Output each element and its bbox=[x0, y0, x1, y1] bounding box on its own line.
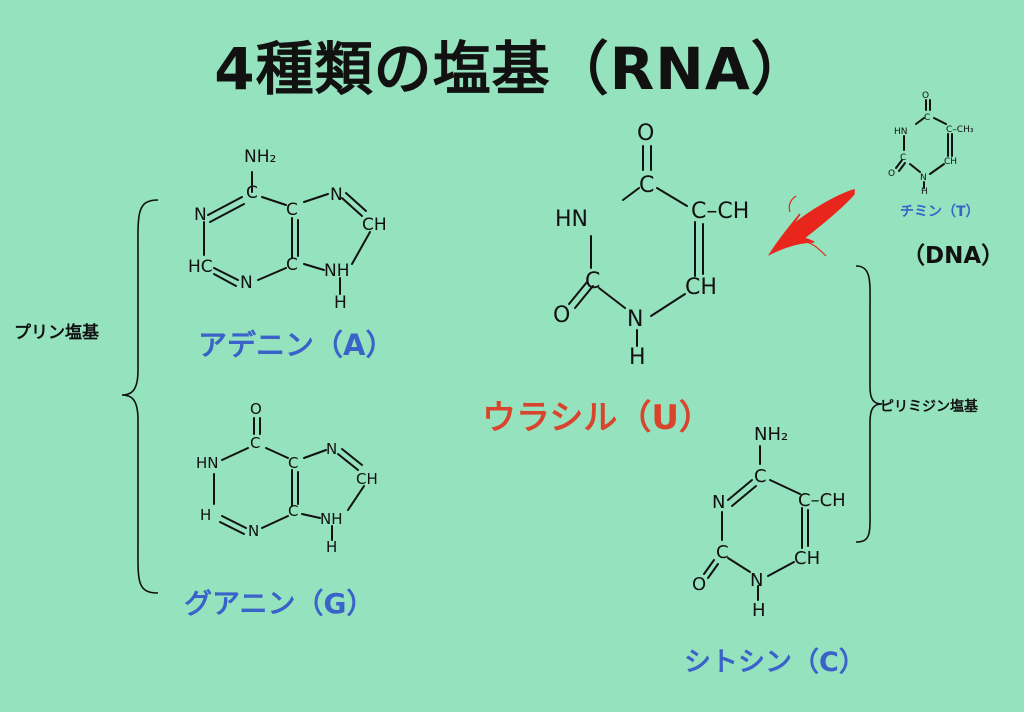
guanine-structure: O C HN C N CH H C NH N H bbox=[196, 400, 378, 556]
cytosine-structure: NH₂ C N C–CH C CH O N H bbox=[692, 424, 846, 621]
svg-text:H: H bbox=[752, 600, 766, 621]
svg-text:C–CH: C–CH bbox=[691, 199, 749, 224]
svg-text:N: N bbox=[248, 522, 259, 540]
svg-text:N: N bbox=[194, 205, 207, 225]
svg-text:C: C bbox=[286, 200, 298, 220]
svg-text:C: C bbox=[639, 173, 654, 198]
svg-text:CH: CH bbox=[944, 157, 957, 167]
svg-text:CH: CH bbox=[356, 470, 378, 488]
cytosine-nh2: NH₂ bbox=[754, 424, 788, 445]
uracil-structure: O C HN C–CH C CH O N H bbox=[553, 121, 749, 370]
uracil-hn: HN bbox=[555, 207, 588, 232]
svg-text:N: N bbox=[627, 307, 643, 332]
svg-text:N: N bbox=[326, 440, 337, 458]
svg-text:NH: NH bbox=[324, 261, 350, 281]
thymine-label: チミン（T） bbox=[900, 204, 980, 220]
svg-text:C: C bbox=[585, 269, 600, 294]
svg-text:C: C bbox=[286, 255, 298, 275]
adenine-label: アデニン（A） bbox=[198, 328, 395, 362]
guanine-label: グアニン（G） bbox=[184, 587, 375, 620]
svg-text:N: N bbox=[750, 570, 763, 591]
svg-text:HC: HC bbox=[188, 257, 213, 277]
svg-text:H: H bbox=[326, 538, 337, 556]
svg-text:C: C bbox=[716, 542, 729, 563]
svg-text:O: O bbox=[692, 574, 706, 595]
svg-text:N: N bbox=[330, 185, 343, 205]
svg-text:H: H bbox=[629, 345, 646, 370]
svg-text:H: H bbox=[200, 506, 211, 524]
svg-text:NH: NH bbox=[320, 510, 343, 528]
pyrimidine-group-label: ピリミジン塩基 bbox=[880, 399, 978, 415]
svg-text:O: O bbox=[553, 303, 570, 328]
svg-text:O: O bbox=[637, 121, 654, 146]
svg-text:C: C bbox=[250, 434, 260, 452]
svg-text:C: C bbox=[924, 113, 930, 123]
dna-note: （DNA） bbox=[902, 243, 1005, 269]
svg-text:O: O bbox=[250, 400, 262, 418]
svg-text:O: O bbox=[922, 91, 929, 101]
pyrimidine-brace bbox=[855, 265, 883, 543]
svg-text:CH: CH bbox=[794, 548, 820, 569]
arrow-icon bbox=[767, 189, 855, 257]
uracil-label: ウラシル（U） bbox=[482, 398, 713, 438]
thymine-structure: O C HN C–CH₃ C CH O N H bbox=[888, 91, 974, 196]
svg-text:CH: CH bbox=[685, 275, 717, 300]
svg-text:C: C bbox=[754, 466, 767, 487]
svg-text:N: N bbox=[240, 273, 253, 293]
svg-text:HN: HN bbox=[894, 127, 908, 137]
svg-text:C: C bbox=[288, 454, 298, 472]
svg-text:H: H bbox=[921, 187, 928, 196]
purine-group-label: プリン塩基 bbox=[14, 323, 99, 343]
purine-brace bbox=[121, 199, 159, 594]
svg-text:N: N bbox=[920, 173, 927, 183]
cytosine-label: シトシン（C） bbox=[684, 647, 866, 678]
svg-text:C–CH₃: C–CH₃ bbox=[946, 125, 974, 135]
svg-text:C: C bbox=[900, 153, 906, 163]
svg-text:C: C bbox=[288, 502, 298, 520]
svg-text:C: C bbox=[246, 183, 258, 203]
adenine-structure: NH₂ C N C N CH HC C NH N H bbox=[188, 147, 387, 313]
page-title: 4種類の塩基（RNA） bbox=[214, 35, 810, 103]
svg-text:O: O bbox=[888, 169, 895, 179]
svg-text:CH: CH bbox=[362, 215, 387, 235]
svg-text:HN: HN bbox=[196, 454, 219, 472]
svg-text:H: H bbox=[334, 293, 347, 313]
svg-text:C–CH: C–CH bbox=[798, 490, 846, 511]
adenine-nh2: NH₂ bbox=[244, 147, 276, 167]
svg-text:N: N bbox=[712, 492, 725, 513]
